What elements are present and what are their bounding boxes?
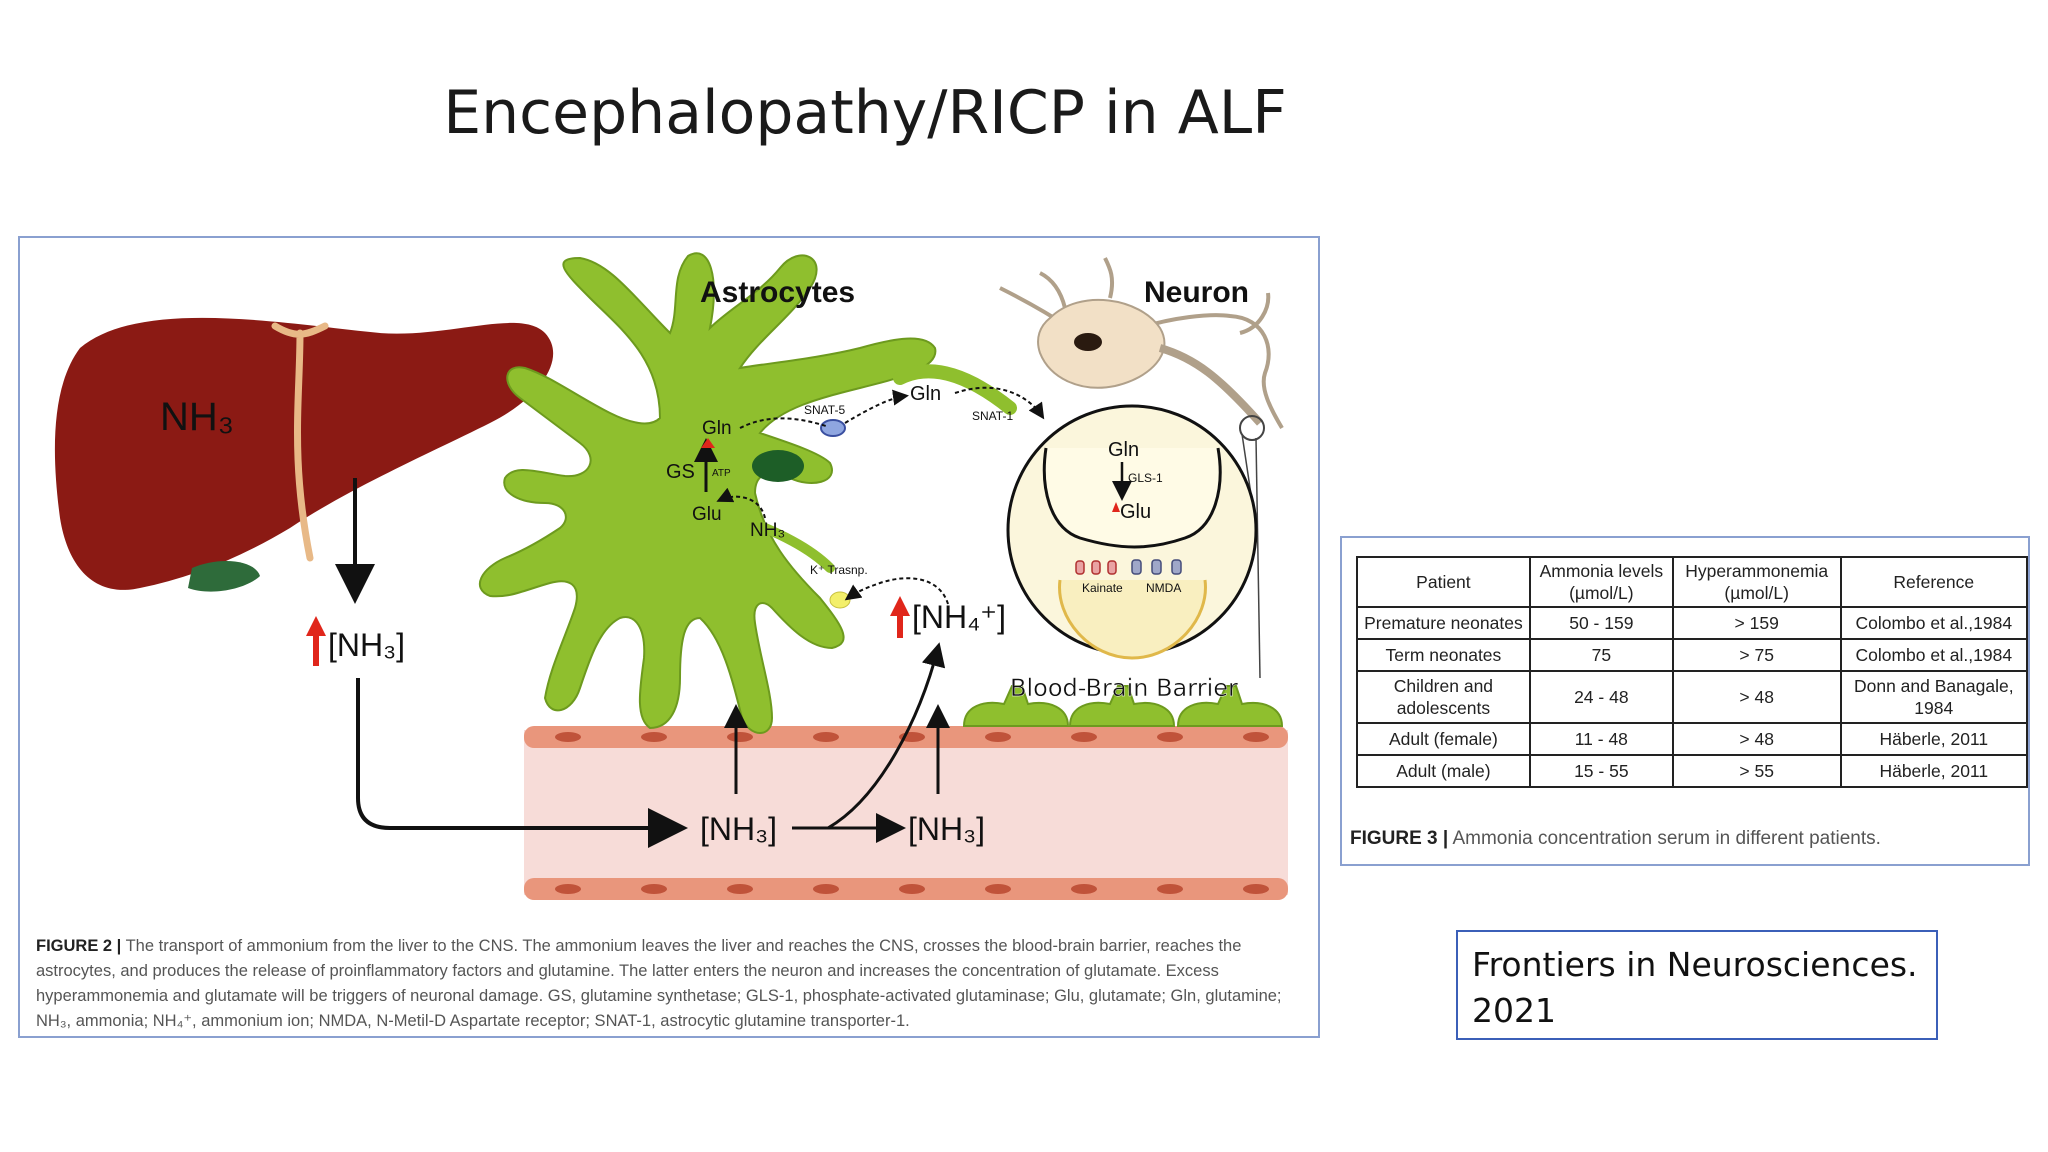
vessel-nh3-right-label: [NH₃] [908, 811, 985, 847]
table-cell: Colombo et al.,1984 [1839, 638, 2029, 672]
figure-2-illustration: NH₃ [NH₃] Astrocytes Gln GS ATP Glu NH₃ … [54, 252, 1288, 900]
table-header-cell: Reference [1839, 556, 2029, 608]
figure-3-caption: FIGURE 3 | Ammonia concentration serum i… [1350, 828, 1881, 850]
synapse-gln-label: Gln [1108, 439, 1139, 461]
kainate-label: Kainate [1082, 581, 1123, 595]
blood-ammonia-label: [NH₃] [328, 627, 405, 663]
figure-3-panel: Patient Ammonia levels (µmol/L) Hyperamm… [1340, 536, 2030, 866]
table-row: Adult (female) 11 - 48 > 48 Häberle, 201… [1356, 722, 2029, 756]
table-row: Term neonates 75 > 75 Colombo et al.,198… [1356, 638, 2029, 672]
table-row: Adult (male) 15 - 55 > 55 Häberle, 2011 [1356, 754, 2029, 788]
liver-nh3-label: NH₃ [160, 395, 234, 439]
figure-2-panel: NH₃ [NH₃] Astrocytes Gln GS ATP Glu NH₃ … [18, 236, 1320, 1038]
table-header-cell: Hyperammonemia (µmol/L) [1671, 556, 1842, 608]
source-line-2: 2021 [1472, 991, 1556, 1030]
synapse-glu-label: Glu [1120, 501, 1151, 523]
table-cell: Adult (female) [1356, 722, 1531, 756]
slide-title: Encephalopathy/RICP in ALF [443, 78, 1287, 148]
figure-2-caption: FIGURE 2 | The transport of ammonium fro… [36, 934, 1316, 1034]
table-cell: Premature neonates [1356, 606, 1531, 640]
table-cell: Children and adolescents [1356, 670, 1531, 724]
table-cell: 75 [1528, 638, 1674, 672]
table-cell: 24 - 48 [1528, 670, 1674, 724]
table-cell: Häberle, 2011 [1839, 754, 2029, 788]
table-header-cell: Patient [1356, 556, 1531, 608]
neuron-illustration [999, 257, 1284, 679]
table-cell: > 75 [1671, 638, 1842, 672]
gln-label: Gln [702, 418, 732, 439]
gln-transport-label: Gln [910, 383, 941, 405]
source-line-1: Frontiers in Neurosciences. [1472, 945, 1918, 984]
atp-label: ATP [712, 468, 731, 479]
gls1-label: GLS-1 [1128, 471, 1163, 485]
figure-3-caption-label: FIGURE 3 | [1350, 828, 1449, 849]
snat5-label: SNAT-5 [804, 403, 845, 417]
table-cell: > 159 [1671, 606, 1842, 640]
table-row: Children and adolescents 24 - 48 > 48 Do… [1356, 670, 2029, 724]
table-cell: 50 - 159 [1528, 606, 1674, 640]
vessel-nh3-left-label: [NH₃] [700, 811, 777, 847]
synapse-zoom [1006, 404, 1258, 660]
astrocyte-illustration [478, 252, 1017, 734]
nh3-small-label: NH₃ [750, 520, 785, 541]
table-cell: 11 - 48 [1528, 722, 1674, 756]
table-header-cell: Ammonia levels (µmol/L) [1528, 556, 1674, 608]
bbb-label: Blood-Brain Barrier [1010, 674, 1238, 702]
table-cell: Adult (male) [1356, 754, 1531, 788]
table-cell: 15 - 55 [1528, 754, 1674, 788]
snat5-transporter-icon [820, 419, 846, 437]
table-cell: > 48 [1671, 722, 1842, 756]
nmda-label: NMDA [1146, 581, 1181, 595]
bbb-endfeet [962, 685, 1284, 727]
table-cell: > 48 [1671, 670, 1842, 724]
k-transporter-icon [829, 591, 851, 609]
table-cell: > 55 [1671, 754, 1842, 788]
table-row: Premature neonates 50 - 159 > 159 Colomb… [1356, 606, 2029, 640]
glu-label: Glu [692, 504, 722, 525]
astrocytes-label: Astrocytes [700, 276, 855, 309]
ammonia-table: Patient Ammonia levels (µmol/L) Hyperamm… [1356, 556, 2029, 788]
source-citation: Frontiers in Neurosciences. 2021 [1456, 930, 1938, 1040]
table-header-row: Patient Ammonia levels (µmol/L) Hyperamm… [1356, 556, 2029, 608]
table-cell: Colombo et al.,1984 [1839, 606, 2029, 640]
blood-flow-arrow [356, 678, 688, 848]
neuron-label: Neuron [1144, 276, 1249, 309]
snat1-label: SNAT-1 [972, 409, 1013, 423]
k-transp-label: K⁺ Trasnp. [810, 563, 868, 577]
figure-3-caption-text: Ammonia concentration serum in different… [1452, 828, 1881, 849]
liver-illustration [54, 317, 554, 592]
gs-label: GS [666, 461, 695, 483]
table-cell: Term neonates [1356, 638, 1531, 672]
table-cell: Häberle, 2011 [1839, 722, 2029, 756]
blood-vessel [524, 726, 1288, 900]
figure-2-caption-text: The transport of ammonium from the liver… [36, 937, 1282, 1030]
nucleus-icon [752, 450, 804, 482]
table-cell: Donn and Banagale, 1984 [1839, 670, 2029, 724]
astro-nh4-label: [NH₄⁺] [912, 599, 1006, 635]
figure-2-caption-label: FIGURE 2 | [36, 937, 122, 955]
